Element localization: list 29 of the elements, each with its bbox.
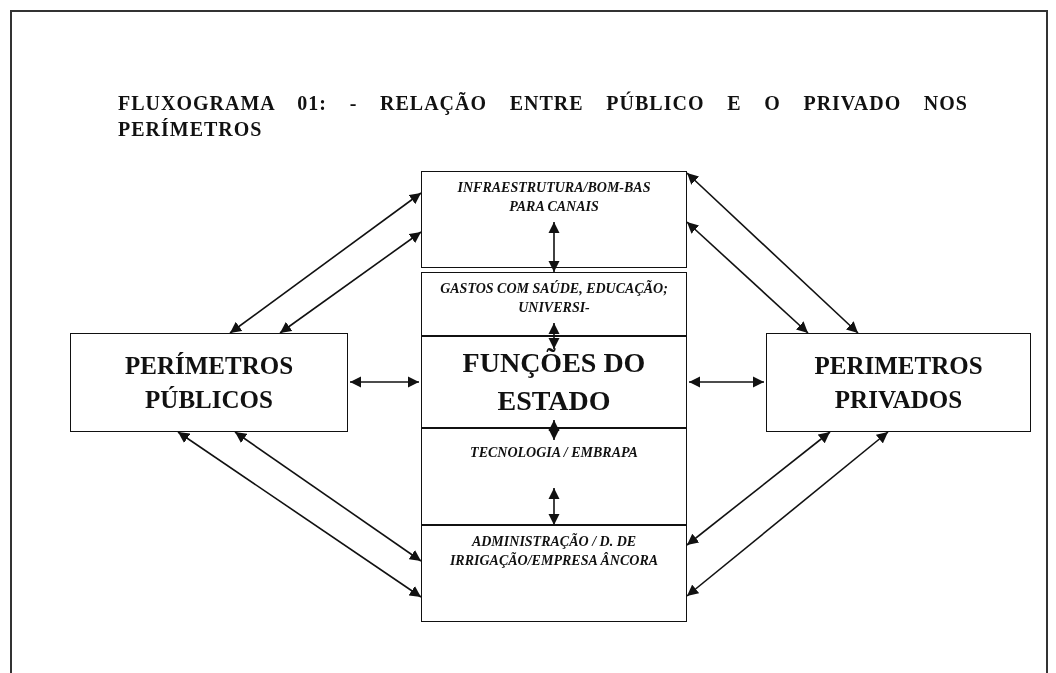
double-arrow — [279, 231, 422, 334]
box-label: INFRAESTRUTURA/BOM-BAS PARA CANAIS — [456, 179, 652, 216]
box-label: ADMINISTRAÇÃO / D. DE IRRIGAÇÃO/EMPRESA ÂNCORA — [448, 532, 660, 570]
double-arrow — [688, 376, 765, 388]
process-box — [421, 272, 687, 336]
box-label: GASTOS COM SAÚDE, EDUCAÇÃO; UNIVERSI- — [439, 279, 669, 317]
process-box — [70, 333, 348, 432]
process-box — [421, 171, 687, 268]
double-arrow — [686, 221, 809, 334]
process-box — [766, 333, 1031, 432]
process-box — [421, 525, 687, 622]
double-arrow — [234, 431, 422, 562]
double-arrow — [686, 431, 831, 546]
double-arrow — [686, 431, 889, 597]
double-arrow — [548, 221, 560, 273]
box-label: PERÍMETROS PÚBLICOS — [123, 350, 295, 415]
double-arrow — [548, 487, 560, 526]
double-arrow — [349, 376, 420, 388]
double-arrow — [548, 322, 560, 350]
double-arrow — [686, 172, 859, 334]
process-box — [421, 336, 687, 428]
diagram-title: FLUXOGRAMA 01: - RELAÇÃO ENTRE PÚBLICO E O PRIVADO NOS PERÍMETROS — [118, 90, 968, 142]
double-arrow — [229, 192, 422, 334]
double-arrow — [177, 431, 422, 598]
process-box — [421, 428, 687, 525]
box-label: FUNÇÕES DO ESTADO — [461, 346, 647, 418]
double-arrow — [548, 419, 560, 441]
box-label: PERIMETROS PRIVADOS — [813, 350, 984, 415]
box-label: TECNOLOGIA / EMBRAPA — [470, 444, 638, 462]
